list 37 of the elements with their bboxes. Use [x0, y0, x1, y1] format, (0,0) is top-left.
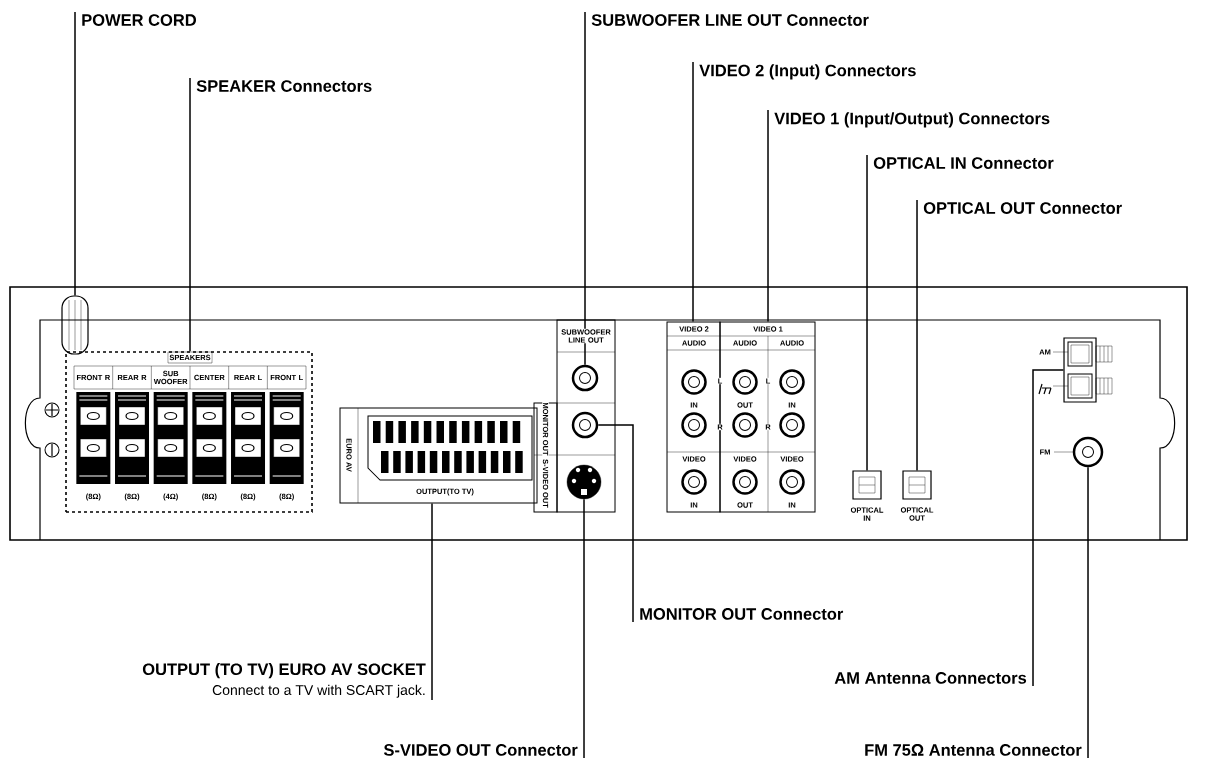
- rca-jack: [571, 364, 599, 392]
- callout-text: FM 75Ω Antenna Connector: [865, 744, 1082, 756]
- optical-port: [902, 470, 932, 500]
- callout-text: OPTICAL IN Connector: [873, 157, 1054, 169]
- power-cord: [61, 295, 89, 355]
- callout-text: SUBWOOFER LINE OUT Connector: [591, 14, 869, 26]
- callout-text: S-VIDEO OUT Connector: [383, 744, 578, 756]
- callout-text: OUTPUT (TO TV) EURO AV SOCKET Connect to a TV with SCART jack.: [142, 662, 426, 698]
- leader-line: [189, 77, 191, 352]
- fm-jack: [1072, 436, 1104, 468]
- leader-line: [692, 61, 694, 323]
- leader-line: [431, 502, 433, 701]
- leader-line: [767, 109, 769, 323]
- s-video-jack: [566, 464, 602, 500]
- scart-socket: [339, 407, 538, 504]
- leader-line: [583, 498, 585, 759]
- leader-line: [1032, 369, 1065, 687]
- video-io-jacks: [719, 321, 816, 513]
- video-input-jacks: [666, 321, 721, 513]
- optical-port: [852, 470, 882, 500]
- callout-text: VIDEO 1 (Input/Output) Connectors: [774, 112, 1050, 128]
- antenna-terminals: [1063, 337, 1113, 403]
- callout-text: SPEAKER Connectors: [196, 80, 372, 92]
- rca-jack: [571, 411, 599, 439]
- leader-line: [1087, 466, 1089, 759]
- callout-text: OPTICAL OUT Connector: [923, 202, 1122, 214]
- callout-text: POWER CORD: [82, 14, 196, 26]
- leader-line: [597, 424, 634, 623]
- callout-text: VIDEO 2 (Input) Connectors: [699, 64, 916, 80]
- callout-text: MONITOR OUT Connector: [640, 608, 844, 620]
- leader-line: [916, 199, 918, 472]
- callout-text: AM Antenna Connectors: [834, 672, 1027, 684]
- leader-line: [74, 11, 76, 297]
- leader-line: [866, 154, 868, 472]
- speaker-terminals: [65, 351, 313, 513]
- leader-line: [584, 11, 586, 366]
- connector-panel: [533, 319, 616, 513]
